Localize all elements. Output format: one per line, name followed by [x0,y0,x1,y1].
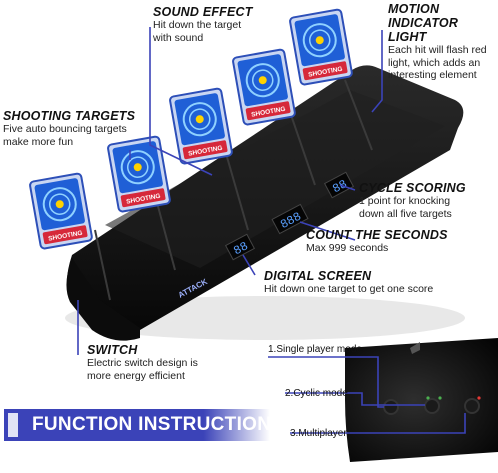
mode-label-cyclic: 2.Cyclic mode [285,388,348,399]
motion-desc-2: light, which adds an [388,56,481,69]
target-2[interactable]: SHOOTING [107,135,171,213]
mode-button-2[interactable] [424,398,440,414]
target-slots [94,79,373,301]
target-1[interactable]: SHOOTING [29,172,93,250]
leader-sound [149,27,213,176]
motion-title-1: MOTION [388,2,440,16]
mode-label-single: 1.Single player mode [268,344,362,355]
digital-desc-1: Hit down one target to get one score [264,283,434,295]
motion-desc-1: Each hit will flash red [388,44,487,56]
cycle-title: CYCLE SCORING [359,181,466,195]
sound-effect-title: SOUND EFFECT [153,5,253,19]
motion-desc-3: interesting element [388,69,477,81]
shooting-desc-1: Five auto bouncing targets [3,123,127,135]
switch-title: SWITCH [87,343,138,357]
mode-inset [268,338,498,462]
display-right-digits: 88 [330,177,349,196]
mode-button-3[interactable] [464,398,480,414]
callout-count-seconds: COUNT THE SECONDS Max 999 seconds [306,228,476,255]
shooting-desc-2: make more fun [3,135,74,148]
switch-desc-1: Electric switch design is [87,357,198,369]
mode-button-1[interactable] [383,399,399,415]
function-instructions-banner: FUNCTION INSTRUCTIONS [4,409,284,441]
sound-effect-desc-1: Hit down the target [153,19,242,31]
motion-title-2: INDICATOR LIGHT [388,16,459,44]
leader-digital [242,254,256,276]
leader-cycle [339,184,356,191]
sound-effect-desc-2: with sound [153,31,204,44]
shooting-title: SHOOTING TARGETS [3,109,136,123]
target-4[interactable]: SHOOTING [232,48,296,126]
callout-cycle-scoring: CYCLE SCORING 1 point for knocking down … [359,181,494,220]
target-3[interactable]: SHOOTING [169,87,233,165]
count-desc-1: Max 999 seconds [306,242,389,254]
mode-led-2 [438,396,442,400]
display-left-digits: 88 [231,239,250,258]
base-top-edge [105,90,445,268]
leader-lines [77,27,383,355]
target-5[interactable]: SHOOTING [289,8,353,86]
leader-count [299,221,356,241]
mode-label-multi: 3.Multiplayer [290,428,347,439]
cycle-desc-2: down all five targets [359,207,452,220]
callout-switch: SWITCH Electric switch design is more en… [87,343,247,382]
mode-led-3 [477,396,481,400]
digital-title: DIGITAL SCREEN [264,269,372,283]
display-right: 88 [323,171,355,199]
base-front [66,258,140,341]
callout-shooting-targets: SHOOTING TARGETS Five auto bouncing targ… [3,109,153,148]
callout-digital-screen: DIGITAL SCREEN Hit down one target to ge… [264,269,494,296]
callout-motion-indicator: MOTION INDICATOR LIGHT Each hit will fla… [388,2,498,82]
count-title: COUNT THE SECONDS [306,228,448,242]
banner-label: FUNCTION INSTRUCTIONS [32,414,285,435]
cycle-desc-1: 1 point for knocking [359,195,451,207]
switch-desc-2: more energy efficient [87,369,185,382]
callout-sound-effect: SOUND EFFECT Hit down the target with so… [153,5,283,44]
banner-shape [4,409,270,441]
leader-motion [371,30,383,113]
mode-led-1 [426,396,430,400]
display-left: 88 [224,233,256,261]
